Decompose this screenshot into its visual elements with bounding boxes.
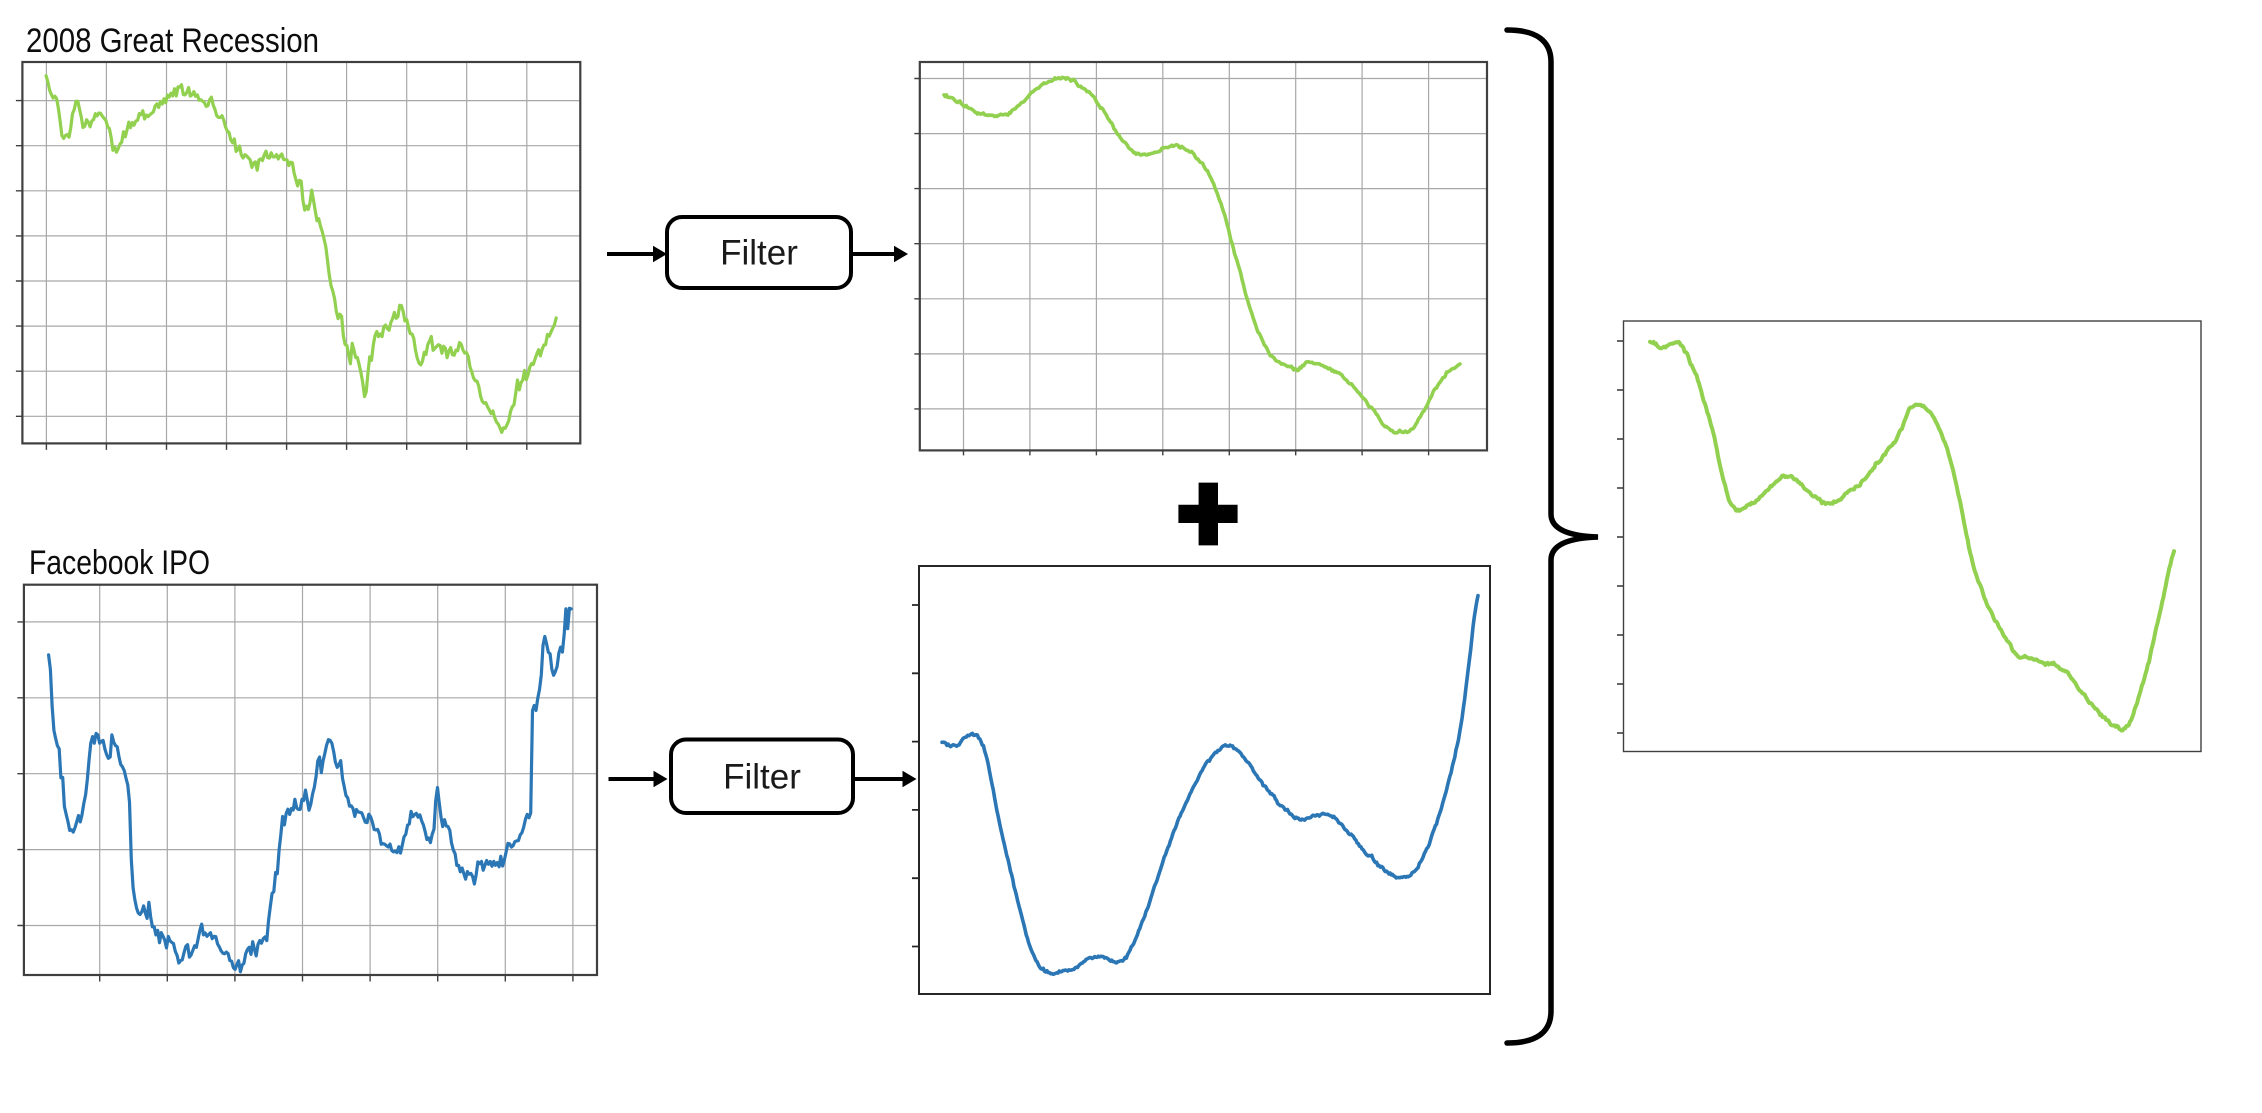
svg-text:2008 Great Recession: 2008 Great Recession — [26, 22, 319, 60]
svg-text:Filter: Filter — [720, 234, 798, 273]
svg-text:Filter: Filter — [723, 757, 801, 796]
svg-text:Facebook IPO: Facebook IPO — [29, 544, 210, 582]
